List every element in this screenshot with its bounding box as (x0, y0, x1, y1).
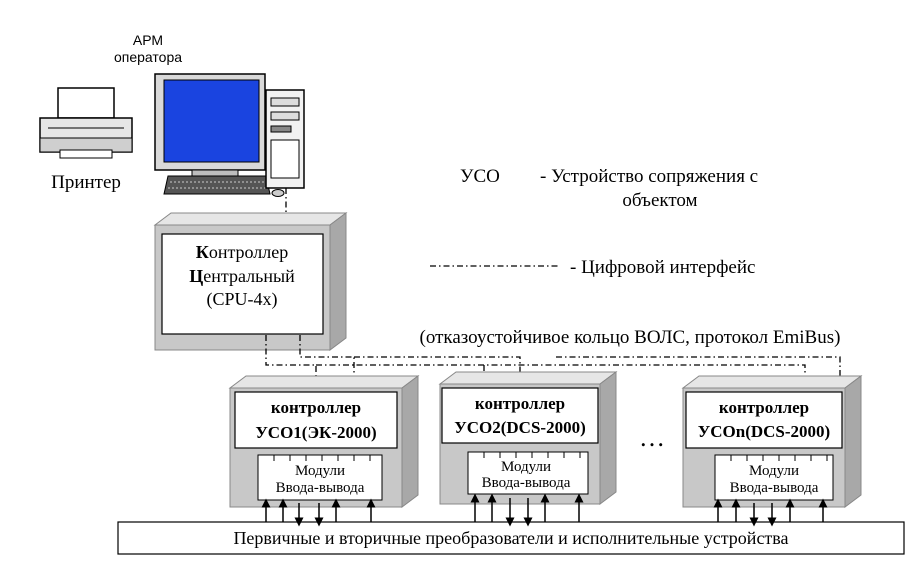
field-devices-box (117, 521, 905, 555)
pc-tower-icon (265, 89, 305, 189)
controller-uso1-io-line2: Ввода-вывода (276, 480, 365, 496)
controller-uson-model: УСОn(DCS-2000) (698, 422, 830, 441)
controller-uso2-io-line1: Модули (501, 459, 551, 475)
legend-uso-definition-line1: - Устройство сопряжения с (540, 166, 758, 187)
controller-uso2-title: контроллер (475, 394, 565, 413)
legend-uso-definition-line2: объектом (622, 190, 697, 211)
controller-uso1-title: контроллер (271, 398, 361, 417)
controller-uso2-box (438, 371, 618, 505)
workstation-label-line2: оператора (114, 49, 182, 65)
central-controller-box (153, 212, 348, 351)
central-controller-title-line1: Контроллер (196, 242, 289, 262)
field-devices-label: Первичные и вторичные преобразователи и … (233, 528, 788, 548)
controller-uson-io-line1: Модули (749, 463, 799, 479)
controller-uso1-box (228, 375, 420, 508)
workstation-label-line1: АРМ (133, 32, 163, 48)
legend-digital-interface-text: - Цифровой интерфейс (570, 257, 755, 278)
mouse-icon (271, 189, 285, 197)
printer-label: Принтер (51, 172, 121, 193)
central-controller-title-line2: Центральный (189, 266, 295, 286)
ring-label: (отказоустойчивое кольцо ВОЛС, протокол … (420, 327, 841, 348)
keyboard-icon (163, 175, 271, 195)
monitor-icon (154, 73, 266, 177)
printer-icon (39, 87, 133, 159)
legend-uso-abbr: УСО (460, 166, 500, 187)
more-controllers-ellipsis: … (639, 423, 665, 452)
controller-uson-box (681, 375, 863, 508)
controller-uson-io-line2: Ввода-вывода (730, 480, 819, 496)
controller-uso1-model: УСО1(ЭК-2000) (255, 423, 376, 442)
central-controller-model: (CPU-4x) (207, 289, 278, 310)
io-signal-arrows (261, 493, 828, 527)
controller-uso2-io-line2: Ввода-вывода (482, 475, 571, 491)
controller-uso1-io-line1: Модули (295, 463, 345, 479)
controller-uson-title: контроллер (719, 398, 809, 417)
controller-uso2-model: УСО2(DCS-2000) (454, 418, 585, 437)
